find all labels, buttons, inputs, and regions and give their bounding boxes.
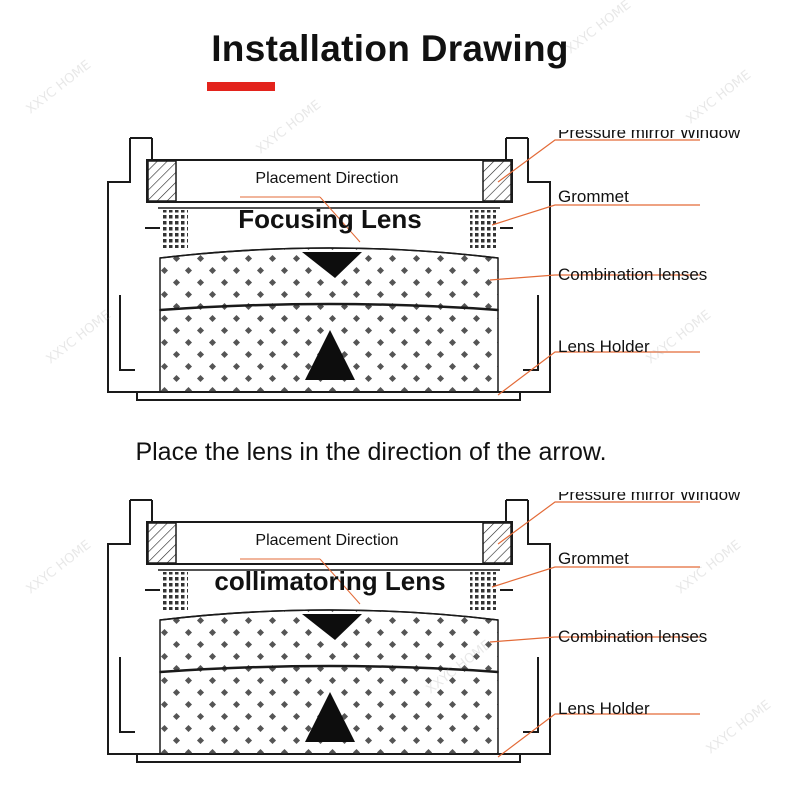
direction-arrow-upper-icon (302, 252, 362, 278)
direction-arrow-lower-icon (305, 692, 355, 742)
callout-lens-holder: Lens Holder (558, 699, 650, 718)
direction-arrow-upper-icon (302, 614, 362, 640)
callout-combination-lenses: Combination lenses (558, 265, 707, 284)
callout-grommet: Grommet (558, 549, 629, 568)
callout-combination-lenses: Combination lenses (558, 627, 707, 646)
callout-leaders (489, 501, 700, 758)
pressure-mirror-window (146, 159, 513, 203)
callout-leaders (489, 139, 700, 396)
grommet (158, 207, 500, 248)
grommet (158, 569, 500, 610)
callout-pressure-window: Pressure mirror Window (558, 492, 741, 504)
placement-direction-label: Placement Direction (255, 532, 398, 549)
placement-direction-label: Placement Direction (255, 170, 398, 187)
callout-pressure-window: Pressure mirror Window (558, 130, 741, 142)
instruction-caption: Place the lens in the direction of the a… (135, 438, 607, 466)
pressure-mirror-window (146, 521, 513, 565)
title-underline (207, 82, 275, 91)
direction-arrow-lower-icon (305, 330, 355, 380)
combination-lenses (159, 247, 499, 393)
callout-grommet: Grommet (558, 187, 629, 206)
page-title: Installation Drawing (211, 28, 569, 69)
watermark-text: XXYC HOME (683, 67, 755, 128)
lens-type-label: Focusing Lens (238, 204, 421, 234)
lens-assembly-diagram-2: Placement Direction collimatoring Lens P… (107, 492, 741, 763)
lens-assembly-diagram-1: Placement Direction Focusing Lens Pressu… (107, 130, 741, 401)
lens-type-label: collimatoring Lens (214, 566, 445, 596)
callout-lens-holder: Lens Holder (558, 337, 650, 356)
